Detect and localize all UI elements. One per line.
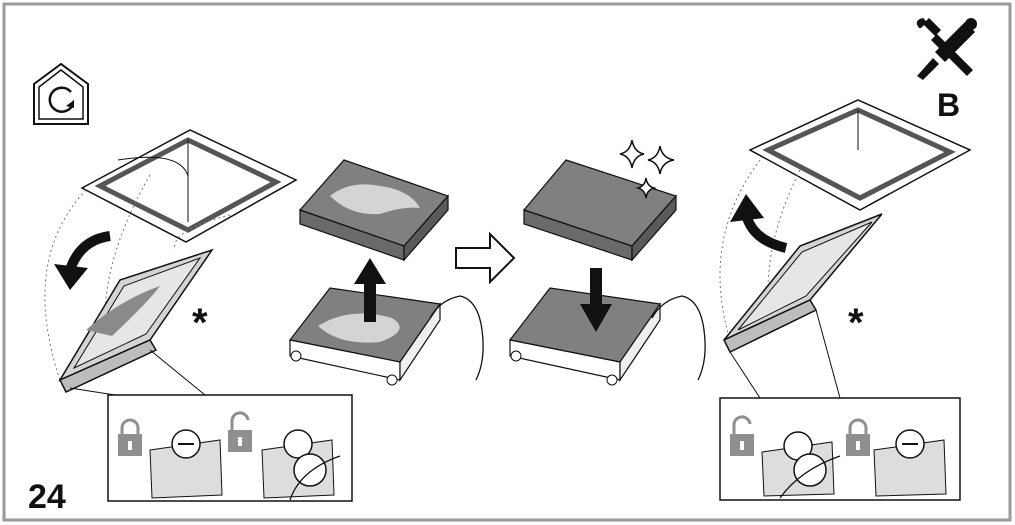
arrow-up-remove-head bbox=[354, 258, 386, 284]
home-rotate-icon bbox=[34, 64, 88, 124]
asterisk-right: * bbox=[848, 301, 864, 345]
outline-arrow-right-icon bbox=[456, 234, 514, 282]
curved-arrow-down-left bbox=[70, 236, 110, 270]
wrench-screwdriver-icon bbox=[917, 18, 977, 80]
filter-tray-clean bbox=[510, 288, 660, 385]
fleece-removed-dirty bbox=[300, 160, 448, 260]
fleece-new-clean bbox=[524, 160, 676, 260]
step-number: 24 bbox=[28, 478, 66, 516]
curved-arrow-up-right-head bbox=[730, 194, 764, 222]
asterisk-left: * bbox=[192, 301, 208, 345]
curved-arrow-down-left-head bbox=[54, 264, 88, 290]
tool-marker-label: B bbox=[937, 87, 960, 123]
hood-frame-left bbox=[82, 130, 296, 242]
